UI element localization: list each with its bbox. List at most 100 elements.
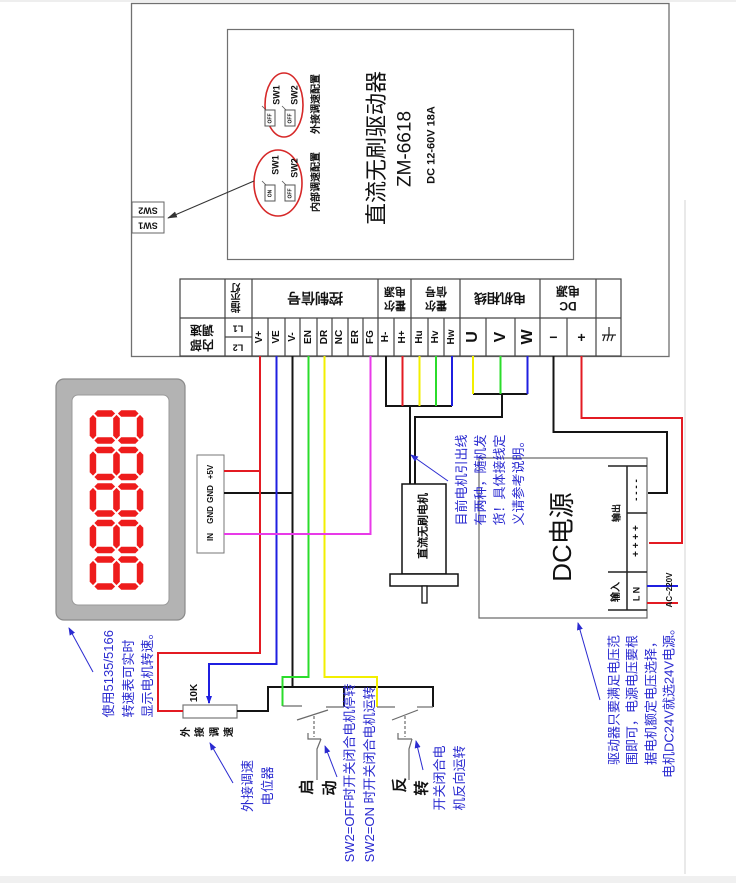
wire-en (281, 356, 310, 706)
header-line: 信号 (424, 285, 447, 297)
motor-shaft (421, 585, 428, 604)
segment-a (89, 524, 97, 549)
start-switch-note-arrow (324, 745, 338, 778)
segment-f (94, 473, 116, 481)
power-supply-title: DC电源 (547, 492, 577, 582)
potentiometer-label-char: 外 (181, 727, 192, 737)
page-bottom-edge (0, 876, 736, 883)
seven-segment-digit (89, 410, 144, 444)
segment-d (136, 560, 144, 586)
seven-segment-digit (89, 446, 144, 481)
segment-a (89, 414, 97, 440)
note-line: 驱动器只要满足电压范 (606, 634, 622, 766)
potentiometer-label-char: 调 (210, 727, 221, 737)
pin-hv: Hv (430, 330, 441, 344)
segment-g (113, 560, 120, 586)
wire-hall-minus (385, 356, 452, 407)
reverse-note: 开关闭合电 机反向运转 (430, 745, 470, 810)
dip-lever-mark (281, 105, 287, 111)
internal-sw2-switch-icon: OFF (284, 184, 296, 202)
wire-switch-common (237, 686, 434, 712)
segment-e (117, 583, 139, 590)
segment-g (113, 414, 120, 440)
pin-hall-minus: H- (380, 331, 391, 343)
pin-ve: VE (270, 330, 282, 344)
connector-pin-5v: +5V (206, 464, 215, 480)
internal-config-highlight (253, 149, 303, 217)
terminal-table-grid (179, 278, 622, 357)
connector-pin-gnd: GND (206, 506, 215, 524)
pin-w: W (518, 329, 536, 345)
psu-output-positive-terminals: + + + + (631, 525, 642, 557)
wire-dc-negative (552, 356, 668, 494)
note-line: 围即可，电源电压要根 (624, 634, 640, 766)
motor-wire-note: 目前电机引出线 有两种，随机发 货！具体接线定 义请参考说明。 (452, 434, 528, 525)
note-line: 目前电机引出线 (454, 434, 469, 526)
potentiometer-label-char: 接 (195, 727, 206, 737)
segment-f (94, 546, 116, 554)
header-line: 霍尔 (383, 299, 406, 311)
internal-speed-cell: 内部 调速 (190, 322, 214, 352)
internal-sw1-label: SW1 (270, 155, 281, 175)
header-line: 霍尔 (424, 299, 447, 311)
potentiometer-body (182, 704, 238, 719)
pin-dc-negative: − (549, 329, 558, 345)
start-switch-label-char: 动 (321, 780, 339, 796)
wiring (157, 356, 683, 712)
internal-config-label: 内部调速配置 (311, 152, 322, 212)
psu-input-label: 输入 (611, 582, 622, 602)
note-line: 机反向运转 (452, 745, 467, 811)
driver-title: 直流无刷驱动器 (364, 70, 389, 226)
external-pot-note: 外接调速 电位器 (238, 760, 278, 812)
pin-fg: FG (364, 330, 376, 344)
segment-g (113, 451, 120, 476)
external-config-highlight (264, 72, 304, 138)
internal-sw2-state: OFF (287, 188, 293, 198)
reverse-switch-label-char: 反 (391, 777, 409, 793)
potentiometer-label-char: 速 (224, 727, 235, 737)
dip-lever-mark (281, 180, 287, 186)
note-line: 电位器 (260, 766, 275, 806)
pin-dr: DR (318, 329, 330, 345)
page-top-edge (0, 0, 736, 2)
potentiometer-value: 10K (189, 683, 200, 703)
ground-icon (602, 327, 616, 342)
hall-signal-header: 霍尔 信号 (425, 284, 447, 312)
motor-flange (389, 573, 459, 587)
seven-segment-digit (89, 556, 144, 590)
note-line: 有两种，随机发 (473, 434, 488, 526)
seven-segment-digit (89, 483, 144, 517)
note-line: SW2=OFF时开关闭合电机停转 (342, 683, 357, 863)
header-line: 电源 (383, 285, 406, 297)
connector-pin-gnd: GND (206, 485, 215, 503)
dip-switch-sw1-box (131, 216, 165, 234)
header-line: 电源 (555, 284, 581, 298)
indicator-header: 指示灯 (232, 283, 243, 313)
pin-v-plus: V+ (254, 330, 265, 344)
hall-power-header: 霍尔 电源 (384, 284, 406, 312)
segment-e (117, 437, 139, 444)
internal-sw1-state: ON (267, 189, 273, 197)
wire-fg (224, 356, 372, 535)
note-line: 转速表可实时 (120, 639, 136, 718)
psu-terminal-strip (608, 465, 647, 611)
pin-u: U (464, 331, 481, 343)
segment-c (117, 410, 139, 417)
segment-d (136, 487, 144, 513)
segment-a (89, 451, 97, 476)
segment-d (136, 451, 144, 476)
internal-sw2-label: SW2 (289, 158, 300, 178)
note-line: 外接调速 (240, 759, 255, 813)
note-line: 货！具体接线定 (492, 434, 507, 526)
segment-c (117, 556, 139, 563)
annotation-arrows (68, 454, 601, 784)
tachometer-screen (71, 394, 170, 606)
dip-lever-mark (261, 105, 267, 111)
external-sw1-label: SW1 (271, 85, 282, 105)
wire-dr (323, 356, 378, 707)
motor-label: 直流无刷电机 (417, 493, 430, 559)
tachometer-note: 使用5135/5166 转速表可实时 显示电机转速。 (99, 626, 158, 717)
external-sw2-switch-icon: OFF (284, 109, 296, 127)
note-line: SW2=ON 时开关闭合电机运转 (362, 686, 377, 863)
